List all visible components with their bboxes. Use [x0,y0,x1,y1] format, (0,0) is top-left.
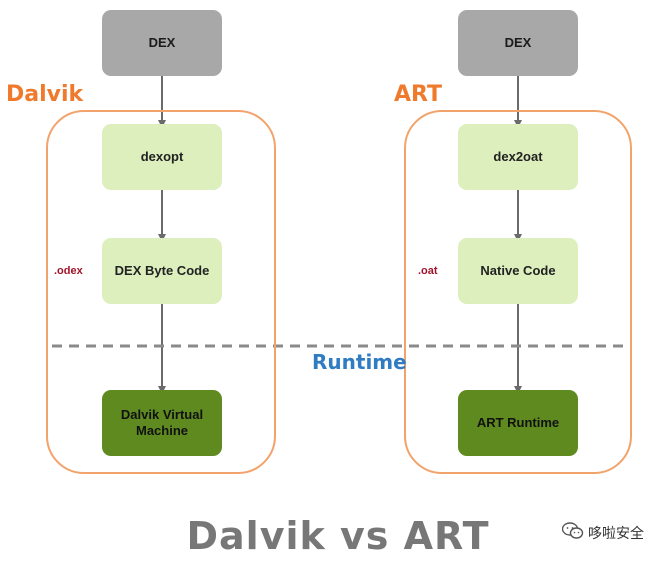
watermark: 哆啦安全 [561,522,644,544]
wechat-icon [561,522,584,544]
art-native-code-box: Native Code [458,238,578,304]
dalvik-vm-box: Dalvik Virtual Machine [102,390,222,456]
dalvik-dexopt-box: dexopt [102,124,222,190]
dalvik-title: Dalvik [6,82,84,107]
main-title: Dalvik vs ART [186,514,490,558]
art-title: ART [394,82,442,107]
watermark-text: 哆啦安全 [588,526,644,542]
art-frame [404,110,632,474]
dalvik-dex-box: DEX [102,10,222,76]
dalvik-frame [46,110,276,474]
art-dex2oat-box: dex2oat [458,124,578,190]
oat-label: .oat [418,265,438,277]
runtime-label: Runtime [312,350,407,374]
art-runtime-box: ART Runtime [458,390,578,456]
art-dex-box: DEX [458,10,578,76]
odex-label: .odex [54,265,83,277]
dalvik-bytecode-box: DEX Byte Code [102,238,222,304]
